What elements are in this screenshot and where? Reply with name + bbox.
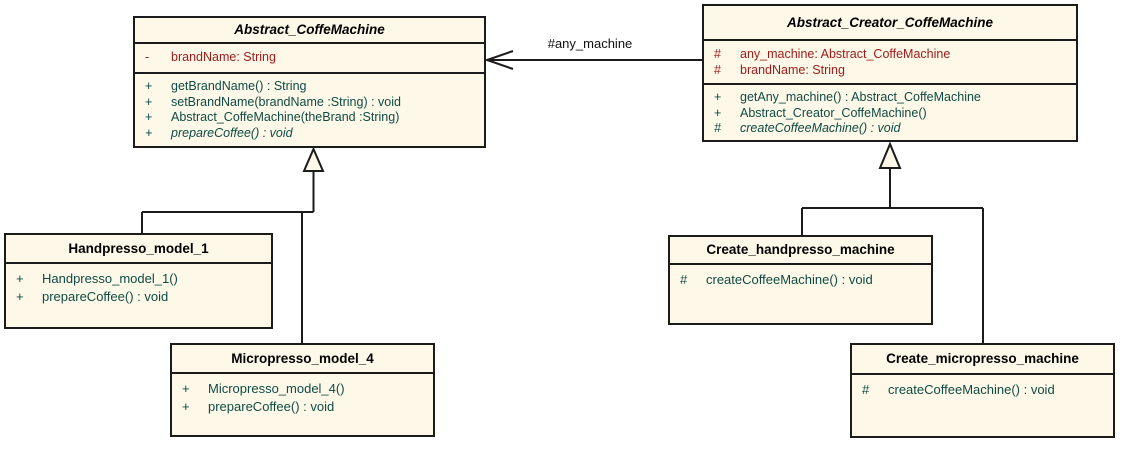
visibility-marker: - [145, 50, 150, 64]
operation-row: + Abstract_CoffeMachine(theBrand :String) [135, 110, 484, 126]
class-create-handpresso-machine[interactable]: Create_handpresso_machine # createCoffeeM… [668, 235, 933, 325]
visibility-marker: # [714, 47, 721, 61]
class-title: Micropresso_model_4 [231, 351, 374, 366]
visibility-marker: # [862, 382, 870, 397]
operation-text: Handpresso_model_1() [42, 271, 178, 286]
hollow-triangle-icon [302, 146, 325, 172]
operations-compartment: + Handpresso_model_1() + prepareCoffee() :… [6, 262, 271, 325]
attribute-row: - brandName: String [135, 49, 484, 65]
hollow-triangle-icon [878, 141, 902, 169]
operation-row: # createCoffeeMachine() : void [670, 271, 931, 289]
visibility-marker: # [714, 63, 721, 77]
operation-text: setBrandName(brandName :String) : void [171, 94, 401, 109]
visibility-marker: # [680, 272, 688, 287]
class-create-micropresso-machine[interactable]: Create_micropresso_machine # createCoffee… [850, 343, 1115, 438]
operation-text: prepareCoffee() : void [171, 125, 293, 140]
operations-compartment: + Micropresso_model_4() + prepareCoffee() … [172, 372, 433, 433]
operations-compartment: # createCoffeeMachine() : void [852, 373, 1113, 434]
visibility-marker: # [714, 121, 721, 135]
operation-text: createCoffeeMachine() : void [740, 121, 901, 135]
attribute-text: brandName: String [171, 50, 276, 64]
operation-text: Abstract_CoffeMachine(theBrand :String) [171, 110, 400, 124]
visibility-marker: + [182, 381, 190, 396]
visibility-marker: + [16, 288, 24, 304]
visibility-marker: + [145, 79, 153, 93]
class-title: Abstract_CoffeMachine [234, 22, 385, 37]
visibility-marker: + [714, 105, 722, 120]
operation-text: getBrandName() : String [171, 79, 307, 93]
class-abstract-coffemachine[interactable]: Abstract_CoffeMachine - brandName: String… [133, 16, 486, 148]
association-label: #any_machine [547, 36, 633, 51]
visibility-marker: + [145, 110, 153, 124]
generalization-left [141, 146, 325, 343]
generalization-right [801, 141, 984, 343]
class-abstract-creator-coffemachine[interactable]: Abstract_Creator_CoffeMachine # any_machi… [702, 4, 1078, 142]
operation-text: prepareCoffee() : void [208, 398, 335, 414]
operations-compartment: + getBrandName() : String + setBrandName(b… [135, 72, 484, 146]
operation-text: prepareCoffee() : void [42, 288, 169, 304]
class-title: Handpresso_model_1 [68, 241, 209, 256]
operation-row: + Abstract_Creator_CoffeMachine() [704, 106, 1076, 122]
operation-text: createCoffeeMachine() : void [888, 382, 1055, 397]
class-title: Create_handpresso_machine [706, 242, 895, 257]
attribute-text: any_machine: Abstract_CoffeMachine [740, 47, 951, 61]
operation-text: getAny_machine() : Abstract_CoffeMachine [740, 90, 981, 104]
operation-text: createCoffeeMachine() : void [706, 272, 873, 287]
visibility-marker: + [714, 90, 722, 104]
operations-compartment: # createCoffeeMachine() : void [670, 263, 931, 321]
operation-row: + Handpresso_model_1() [6, 270, 271, 288]
operation-row: + Micropresso_model_4() [172, 380, 433, 398]
operation-row: + getBrandName() : String [135, 79, 484, 95]
operation-row-abstract: + prepareCoffee() : void [135, 126, 484, 142]
attributes-compartment: - brandName: String [135, 42, 484, 72]
class-title: Abstract_Creator_CoffeMachine [786, 15, 994, 30]
operation-row: # createCoffeeMachine() : void [852, 381, 1113, 399]
operation-text: Abstract_Creator_CoffeMachine() [740, 105, 927, 120]
class-micropresso-model-4[interactable]: Micropresso_model_4 + Micropresso_model_4… [170, 343, 435, 437]
operation-row: + prepareCoffee() : void [172, 398, 433, 416]
operation-row-abstract: # createCoffeeMachine() : void [704, 121, 1076, 137]
association-any-machine [483, 50, 702, 70]
class-title: Create_micropresso_machine [886, 351, 1079, 366]
visibility-marker: + [145, 94, 153, 109]
attribute-row: # any_machine: Abstract_CoffeMachine [704, 46, 1076, 62]
operation-row: + getAny_machine() : Abstract_CoffeMachin… [704, 90, 1076, 106]
attribute-text: brandName: String [740, 63, 845, 77]
visibility-marker: + [16, 271, 24, 286]
attribute-row: # brandName: String [704, 62, 1076, 78]
operation-text: Micropresso_model_4() [208, 381, 345, 396]
operation-row: + prepareCoffee() : void [6, 288, 271, 306]
visibility-marker: + [145, 125, 153, 140]
visibility-marker: + [182, 398, 190, 414]
operations-compartment: + getAny_machine() : Abstract_CoffeMachin… [704, 83, 1076, 140]
operation-row: + setBrandName(brandName :String) : void [135, 95, 484, 111]
attributes-compartment: # any_machine: Abstract_CoffeMachine # bra… [704, 39, 1076, 83]
open-arrowhead-icon [483, 50, 514, 70]
class-handpresso-model-1[interactable]: Handpresso_model_1 + Handpresso_model_1()… [4, 233, 273, 329]
